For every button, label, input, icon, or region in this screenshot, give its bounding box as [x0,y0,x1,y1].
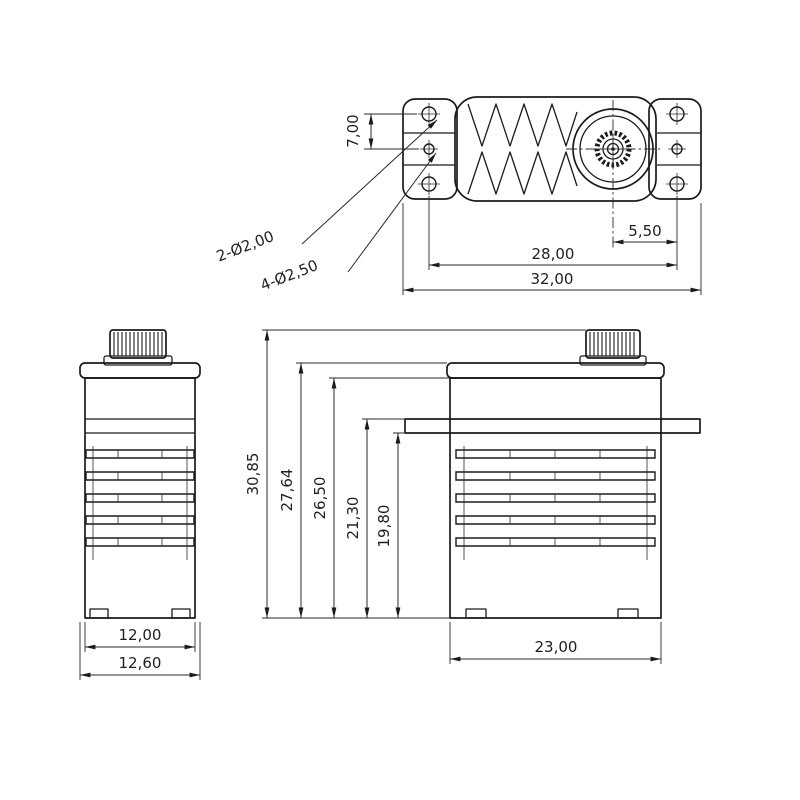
zigzag-bottom [467,151,578,195]
ext-lines-12-6 [79,622,201,680]
side-body-outline [84,377,196,619]
side-foot-right [171,608,191,619]
front-shaft-knurl [589,332,635,356]
front-view: 23,00 [404,329,701,664]
ext-lines-28 [428,196,678,270]
front-view-dimensions: 23,00 [449,622,662,664]
front-shaft-base [579,355,647,366]
side-shaft-base [103,355,173,366]
dim-hole-spacing-label: 28,00 [532,245,575,263]
side-view-dimensions: 12,00 12,60 [79,622,201,680]
side-case-seams [85,418,195,434]
leader-large-holes [347,152,437,273]
side-foot-left [89,608,109,619]
front-foot-left [465,608,487,619]
dim-body-width-label: 12,00 [119,626,162,644]
dim-overall-width-label: 32,00 [531,270,574,288]
side-shaft-outline [109,329,167,359]
side-fin-edges [92,446,188,560]
height-dimensions: 30,85 27,64 26,50 21,30 19,80 [244,329,586,619]
callout-small-holes-label: 2-Ø2,00 [214,227,277,265]
dim-shaft-to-hole-label: 5,50 [628,222,661,240]
hole-center-marks [418,103,688,195]
leader-small-holes [301,119,438,245]
side-heatsink-fins [85,449,195,547]
side-fin-ticks [117,450,163,546]
side-shaft-knurl [113,332,163,356]
dim-flange-bottom-label: 19,80 [375,505,393,548]
front-shaft-outline [585,329,641,359]
dim-body-height-label: 26,50 [311,477,329,520]
dim-hole-row-spacing-label: 7,00 [344,114,362,147]
heatsink-zigzag [467,103,578,195]
ext-lines-32 [402,203,702,295]
top-view: 7,00 5,50 28,00 32,00 2-Ø2,00 4-Ø2,50 [214,96,702,295]
front-body-outline [449,377,662,619]
side-view: 12,00 12,60 [79,329,201,680]
front-fin-ticks [509,450,601,546]
dim-overall-height-label: 30,85 [244,453,262,496]
dim-flange-width-label: 12,60 [119,654,162,672]
dim-below-shaft-label: 27,64 [278,469,296,512]
centerlines [566,100,660,250]
dim-body-length-label: 23,00 [535,638,578,656]
front-heatsink-fins [455,449,656,547]
front-foot-right [617,608,639,619]
dim-flange-top-label: 21,30 [344,497,362,540]
height-extension-lines [262,329,586,619]
zigzag-top [467,103,578,147]
front-mounting-flange [404,418,701,434]
front-fin-edges [463,446,648,560]
servo-body-outline [454,96,657,202]
mounting-ears [402,98,702,200]
callout-large-holes-label: 4-Ø2,50 [258,256,321,294]
ear-division-lines [403,132,701,166]
mounting-holes [418,103,688,195]
